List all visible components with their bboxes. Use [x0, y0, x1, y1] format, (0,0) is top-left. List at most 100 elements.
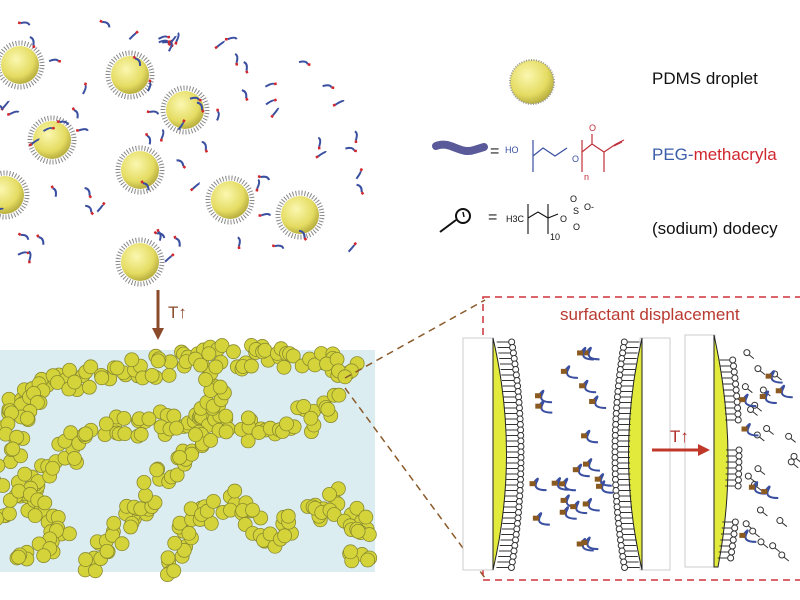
surfactant-shell: [205, 175, 255, 225]
peg-chain: [177, 121, 185, 131]
surfactant-head: [742, 520, 750, 528]
s-label: S: [573, 206, 579, 216]
peg-chain: [317, 136, 322, 147]
network-droplet: [166, 563, 182, 579]
network-droplet: [203, 432, 219, 448]
peg-chain: [192, 182, 201, 190]
peg-chain: [234, 53, 239, 64]
surfactant-shell: [0, 40, 45, 90]
surfactant-head: [749, 527, 757, 535]
surfactant-tail: [750, 477, 756, 483]
peg-chain: [158, 39, 169, 44]
peg-chain: [175, 237, 181, 247]
peg-chain: [149, 110, 160, 115]
network-droplet: [0, 458, 6, 473]
network-droplet: [172, 449, 188, 465]
interface-right: [713, 334, 729, 568]
peg-chain: [347, 244, 356, 253]
methacrylate-end: [90, 211, 95, 216]
methacrylate-end: [535, 393, 542, 399]
methacrylate-end: [560, 497, 567, 503]
peg-chain: [189, 96, 200, 101]
peg-chain: [763, 485, 779, 500]
peg-chain: [743, 423, 759, 437]
methacrylate-end: [582, 461, 589, 467]
network-droplet: [169, 467, 185, 483]
interface-middle: [628, 337, 643, 571]
network-droplet: [343, 544, 358, 560]
methacrylate-end: [51, 126, 56, 130]
pdms-droplet: [281, 196, 319, 234]
peg-chain-icon: [432, 140, 488, 156]
methacrylate-end: [532, 515, 539, 521]
surfactant-head: [731, 524, 739, 532]
subscript-label: 10: [550, 232, 560, 242]
surfactant-head: [733, 398, 741, 406]
methacrylate-end: [332, 103, 337, 107]
surfactant-tail: [756, 406, 762, 412]
network-droplet: [123, 519, 139, 535]
surfactant-head: [787, 458, 795, 466]
methacrylate-end: [559, 509, 566, 515]
peg-chain: [0, 207, 4, 211]
methacrylate-end: [273, 98, 278, 102]
network-droplet: [350, 523, 366, 539]
network-droplet: [94, 370, 110, 386]
peg-chain: [17, 251, 28, 256]
network-droplet: [117, 426, 133, 442]
surfactant-head: [734, 476, 742, 484]
peg-chain: [596, 473, 612, 487]
network-droplet: [98, 416, 114, 432]
methacrylate-end: [36, 234, 40, 238]
methacrylate-end: [17, 232, 22, 236]
pdms-droplet: [111, 56, 149, 94]
gel-network-panel: [0, 338, 378, 582]
surfactant-tail: [762, 511, 768, 517]
methacrylate-end: [582, 350, 589, 356]
network-droplet: [78, 552, 93, 567]
equals-sign: =: [488, 209, 497, 226]
surfactant-head: [621, 564, 629, 571]
methacrylate-end: [28, 143, 33, 147]
peg-chain: [298, 229, 306, 238]
methacrylate-end: [359, 167, 364, 172]
methacrylate-end: [56, 120, 60, 124]
methacrylate-end: [582, 501, 589, 507]
peg-chain: [535, 512, 550, 526]
peg-formula: HO O n O: [505, 123, 625, 182]
methacrylate-end: [303, 237, 308, 241]
peg-chain: [537, 389, 553, 404]
peg-chain: [563, 365, 578, 379]
methacrylate-end: [579, 383, 586, 389]
surfactant-head: [790, 452, 798, 460]
peg-chain: [274, 244, 285, 250]
surfactant-head: [727, 554, 735, 562]
methacrylate-end: [245, 97, 249, 102]
network-droplet: [218, 408, 234, 424]
network-droplet: [160, 550, 176, 566]
surfactant-head: [754, 465, 762, 473]
sds-formula: H3C 10 O S O O O-: [506, 194, 594, 242]
pdms-droplet: [121, 243, 159, 281]
heating-label: T↑: [670, 427, 689, 446]
surfactant-head: [754, 365, 762, 373]
peg-chain: [78, 128, 89, 132]
peg-chain: [356, 183, 363, 193]
peg-chain: [164, 254, 173, 263]
n-label: n: [584, 172, 589, 182]
surfactant-tail: [754, 532, 760, 538]
methacrylate-end: [182, 165, 187, 169]
legend: PDMS droplet = HO O n O PEG-methacryla =…: [432, 59, 778, 242]
surfactant-head: [731, 374, 739, 382]
surfactant-shell: [27, 115, 77, 165]
surfactant-shell: [115, 145, 165, 195]
zoom-line-bottom: [344, 387, 486, 579]
methacrylate-end: [245, 70, 249, 74]
surfactant-head: [744, 472, 752, 480]
droplet-network: [0, 338, 378, 582]
methacrylate-end: [132, 55, 137, 60]
surfactant-tail: [776, 375, 782, 381]
surfactant-tail: [758, 436, 765, 442]
h3c-label: H3C: [506, 214, 525, 224]
